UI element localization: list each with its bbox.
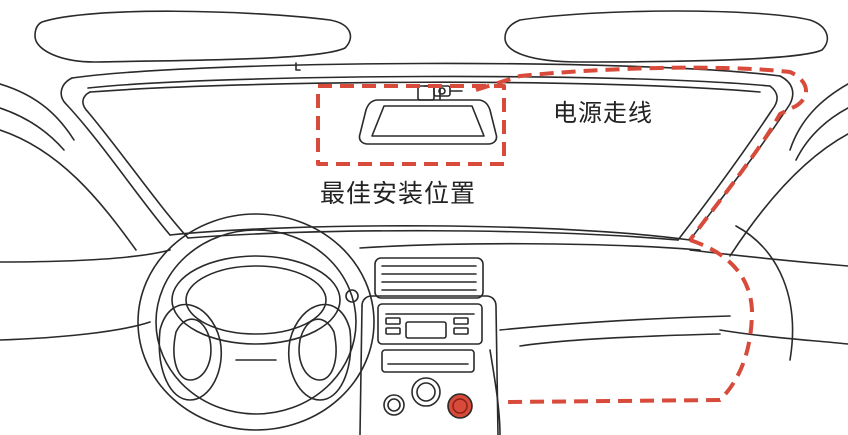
left-a-pillar (60, 77, 171, 236)
knob-left (383, 394, 405, 416)
install-zone-outline (316, 84, 506, 166)
knob-center (411, 377, 441, 407)
best-install-position-label: 最佳安装位置 (320, 179, 477, 208)
steering-wheel-icon (137, 213, 375, 431)
left-sun-visor (34, 10, 352, 63)
rearview-mirror-icon (358, 85, 498, 145)
power-port-icon (447, 393, 473, 419)
center-console (359, 257, 499, 435)
power-cable-route (475, 65, 808, 242)
power-routing-label: 电源走线 (553, 99, 653, 127)
right-sun-visor (504, 10, 829, 63)
